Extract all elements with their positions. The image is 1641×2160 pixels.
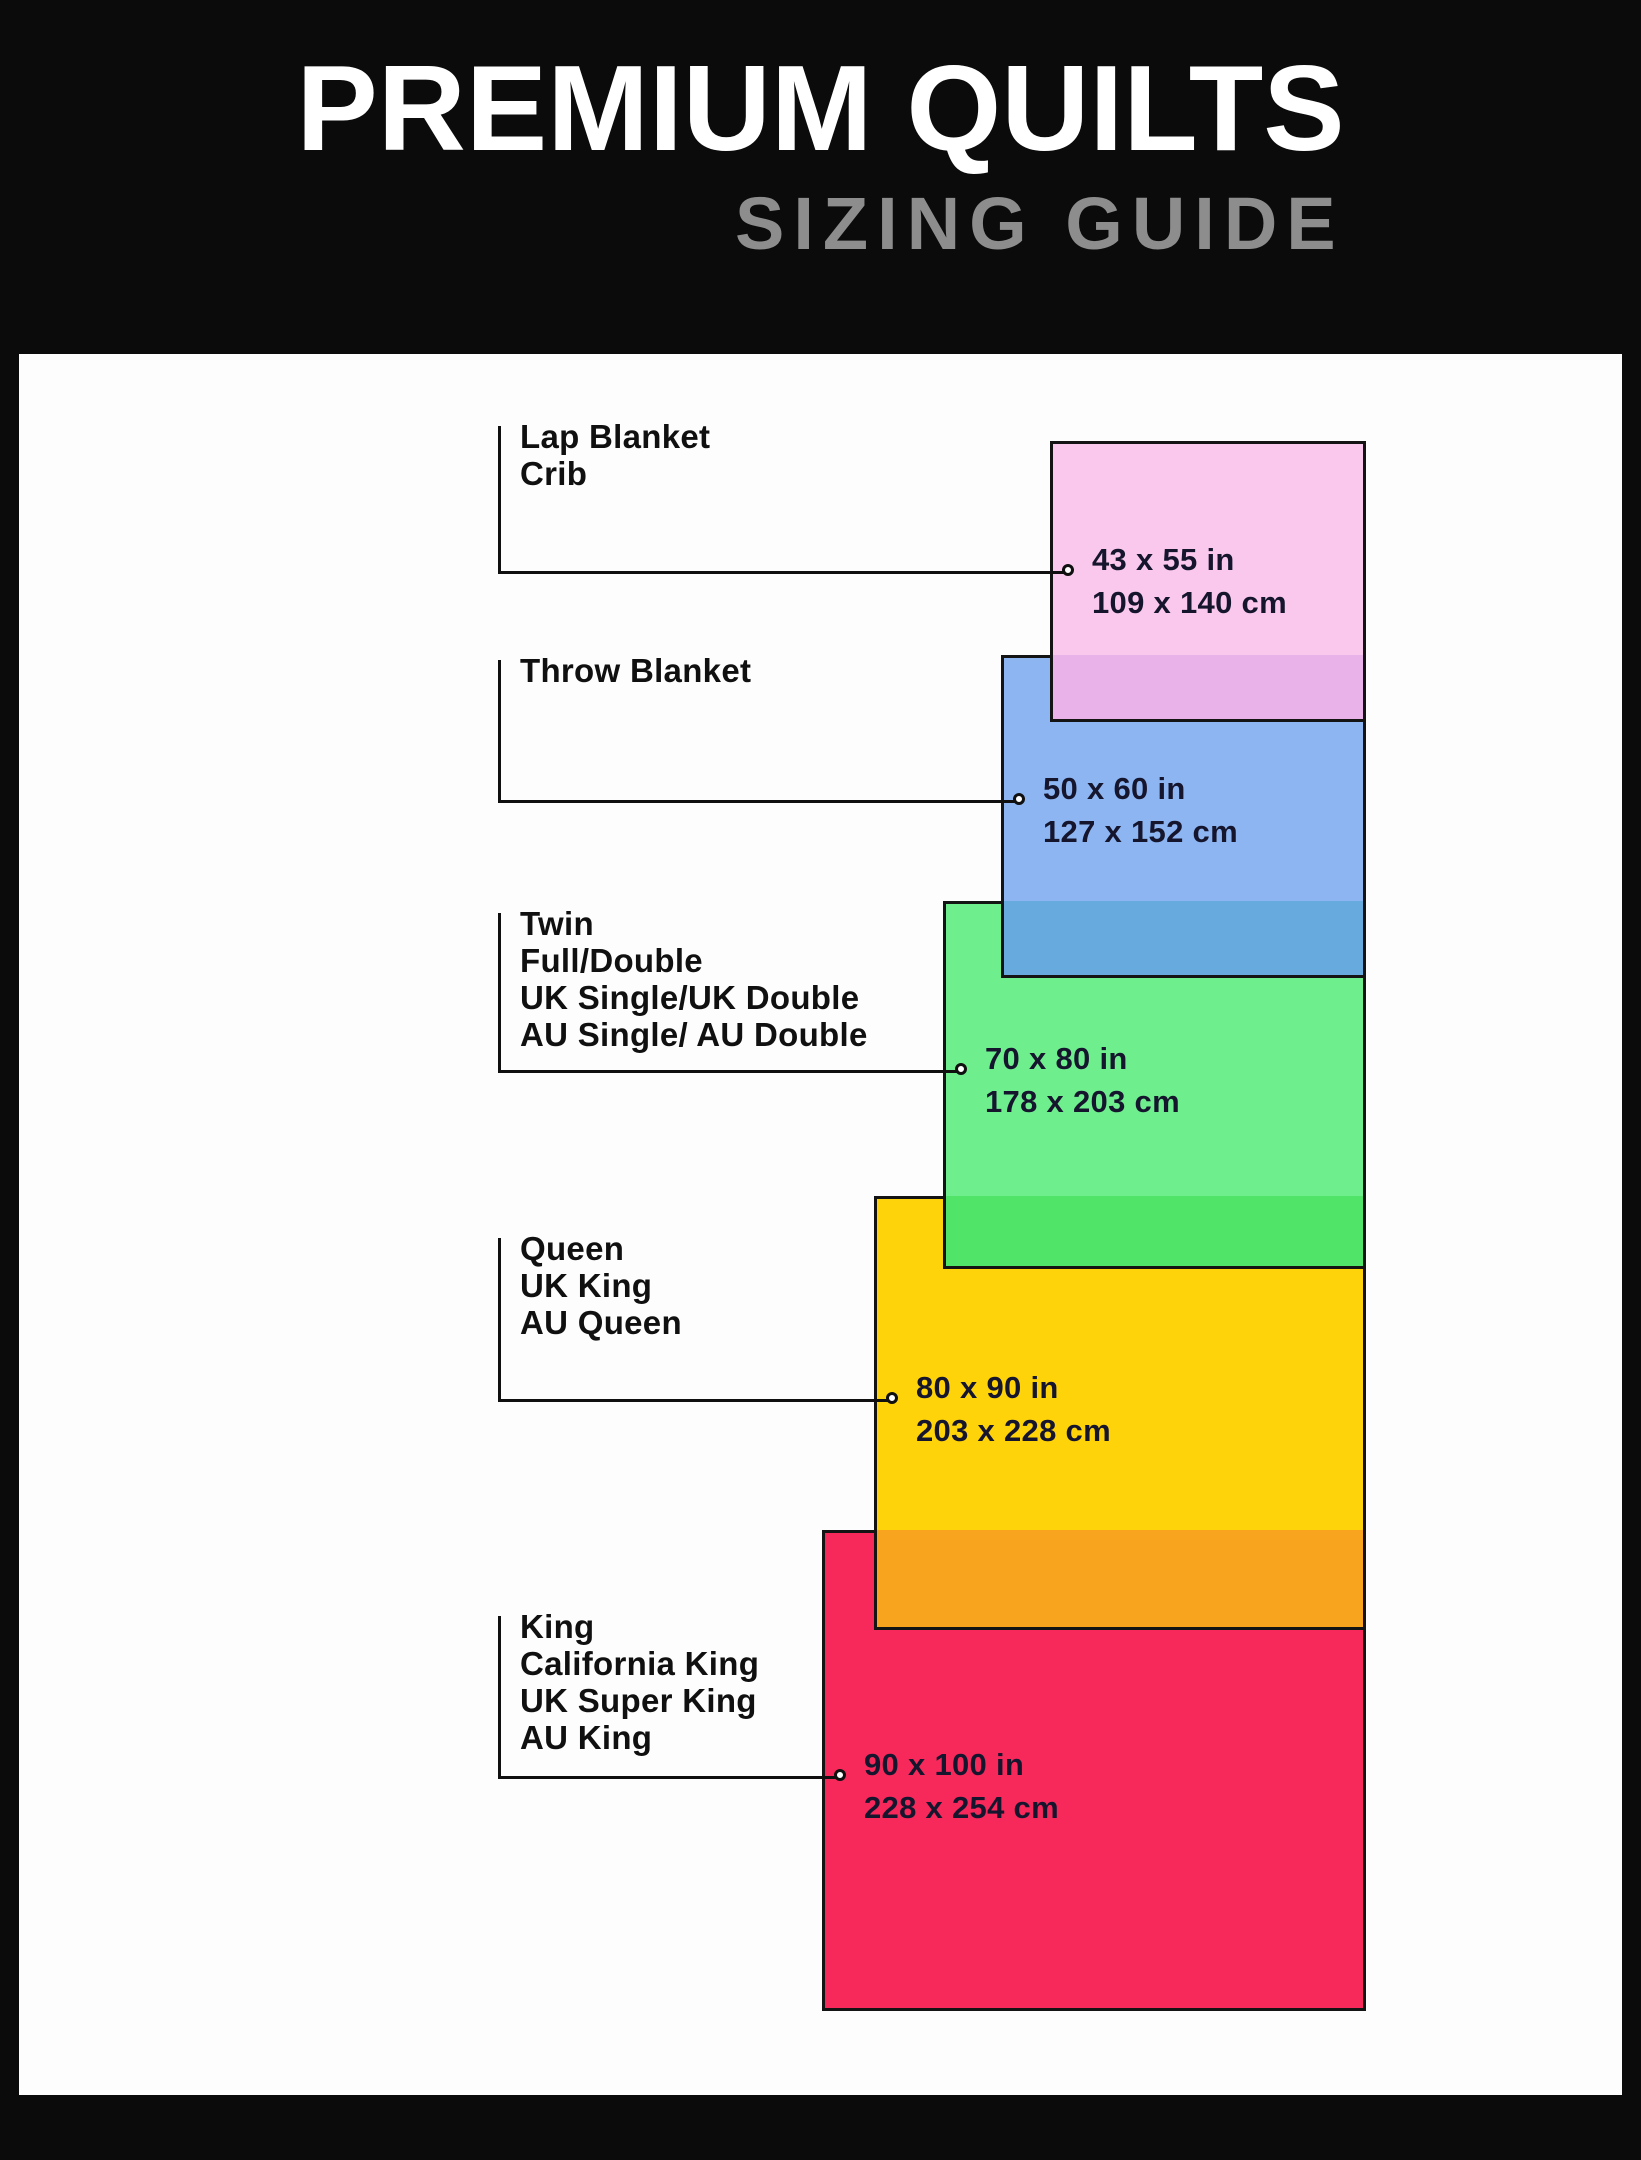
size-dimensions-king: 90 x 100 in 228 x 254 cm: [864, 1743, 1059, 1829]
connector-dot-icon: [1013, 793, 1025, 805]
dimension-cm: 228 x 254 cm: [864, 1790, 1059, 1825]
label-line: Throw Blanket: [520, 652, 752, 689]
dimension-inches: 90 x 100 in: [864, 1747, 1025, 1782]
size-label-throw-blanket: Throw Blanket: [520, 652, 751, 689]
connector-vertical-line: [498, 913, 501, 1072]
overlap-band: [1053, 655, 1363, 719]
size-dimensions-lap-blanket-crib: 43 x 55 in 109 x 140 cm: [1092, 538, 1287, 624]
connector-vertical-line: [498, 1616, 501, 1778]
connector-vertical-line: [498, 1238, 501, 1401]
connector-horizontal-line: [498, 571, 1071, 574]
page-title: PREMIUM QUILTS: [296, 40, 1345, 176]
size-label-twin-full-double: Twin Full/Double UK Single/UK Double AU …: [520, 905, 868, 1053]
dimension-inches: 70 x 80 in: [985, 1041, 1128, 1076]
overlap-band: [1004, 901, 1363, 975]
size-label-lap-blanket-crib: Lap Blanket Crib: [520, 418, 710, 492]
dimension-cm: 203 x 228 cm: [916, 1413, 1111, 1448]
size-dimensions-throw-blanket: 50 x 60 in 127 x 152 cm: [1043, 767, 1238, 853]
label-line: UK King: [520, 1267, 653, 1304]
label-line: Crib: [520, 455, 588, 492]
label-line: Queen: [520, 1230, 625, 1267]
connector-horizontal-line: [498, 1399, 895, 1402]
connector-dot-icon: [1062, 564, 1074, 576]
dimension-cm: 127 x 152 cm: [1043, 814, 1238, 849]
label-line: Lap Blanket: [520, 418, 711, 455]
size-dimensions-twin-full-double: 70 x 80 in 178 x 203 cm: [985, 1037, 1180, 1123]
size-label-king: King California King UK Super King AU Ki…: [520, 1608, 759, 1756]
dimension-inches: 43 x 55 in: [1092, 542, 1235, 577]
label-line: AU Single/ AU Double: [520, 1016, 868, 1053]
connector-dot-icon: [834, 1769, 846, 1781]
overlap-band: [877, 1530, 1363, 1627]
dimension-inches: 50 x 60 in: [1043, 771, 1186, 806]
overlap-band: [946, 1196, 1363, 1266]
content-panel: [19, 354, 1622, 2095]
connector-horizontal-line: [498, 1070, 964, 1073]
connector-dot-icon: [886, 1392, 898, 1404]
dimension-cm: 178 x 203 cm: [985, 1084, 1180, 1119]
label-line: UK Single/UK Double: [520, 979, 860, 1016]
label-line: California King: [520, 1645, 760, 1682]
header-inner: PREMIUM QUILTS SIZING GUIDE: [296, 0, 1344, 354]
label-line: Full/Double: [520, 942, 703, 979]
page-subtitle: SIZING GUIDE: [735, 182, 1345, 265]
quilt-rect-lap-blanket-crib: [1050, 441, 1366, 722]
dimension-inches: 80 x 90 in: [916, 1370, 1059, 1405]
connector-vertical-line: [498, 660, 501, 802]
size-label-queen: Queen UK King AU Queen: [520, 1230, 682, 1341]
label-line: UK Super King: [520, 1682, 757, 1719]
size-dimensions-queen: 80 x 90 in 203 x 228 cm: [916, 1366, 1111, 1452]
header: PREMIUM QUILTS SIZING GUIDE: [0, 0, 1641, 354]
dimension-cm: 109 x 140 cm: [1092, 585, 1287, 620]
label-line: Twin: [520, 905, 594, 942]
connector-horizontal-line: [498, 800, 1022, 803]
connector-vertical-line: [498, 426, 501, 573]
label-line: AU Queen: [520, 1304, 682, 1341]
label-line: King: [520, 1608, 595, 1645]
label-line: AU King: [520, 1719, 653, 1756]
connector-dot-icon: [955, 1063, 967, 1075]
connector-horizontal-line: [498, 1776, 843, 1779]
